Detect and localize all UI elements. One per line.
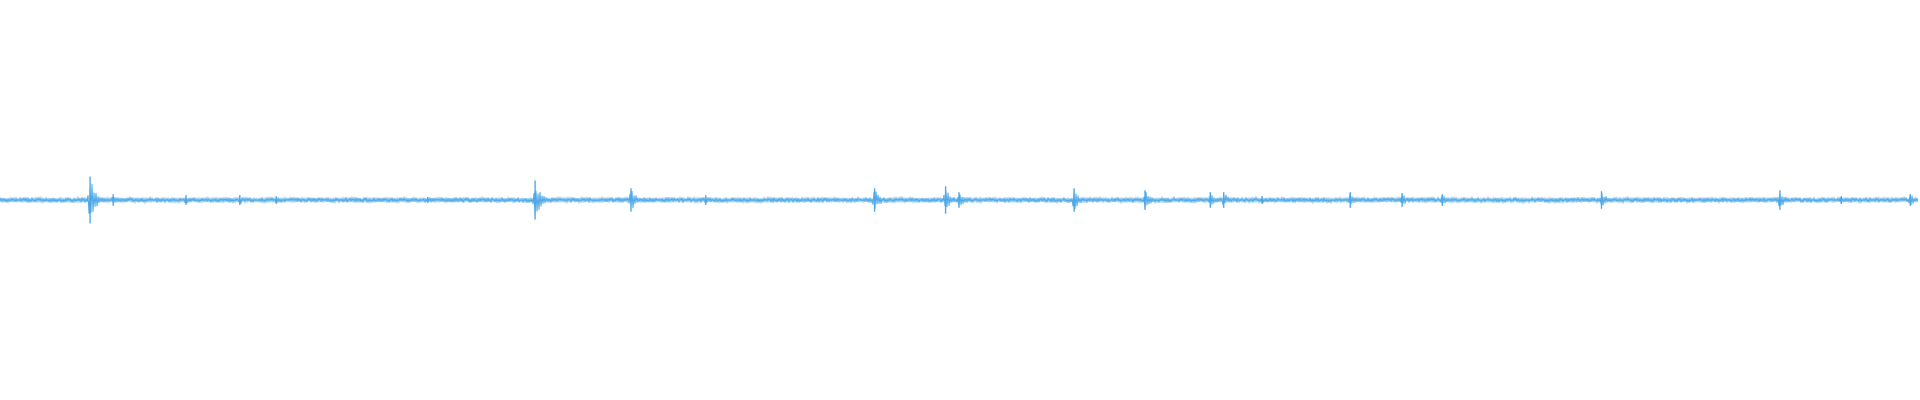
waveform-series-group	[0, 176, 1919, 224]
